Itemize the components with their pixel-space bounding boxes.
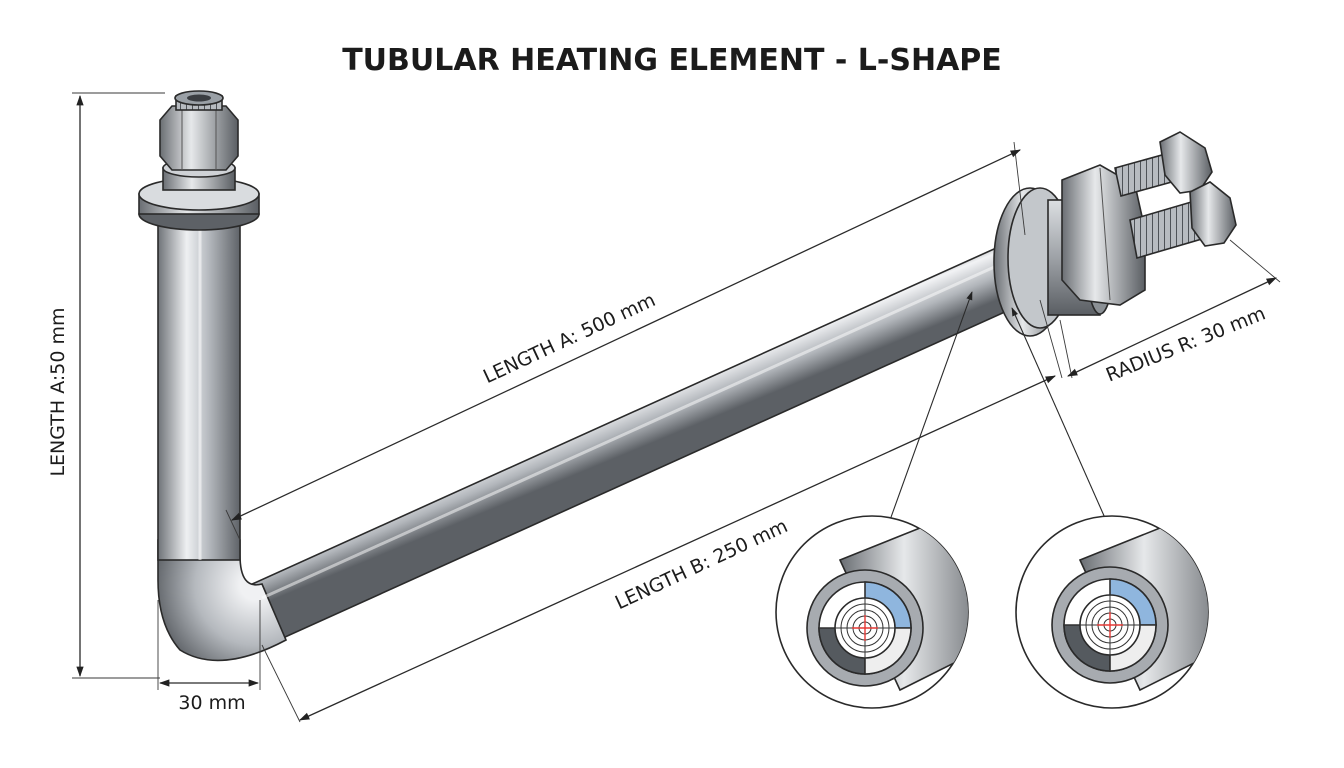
vertical-length-label: LENGTH A:50 mm — [47, 307, 69, 476]
length-b-label: LENGTH B: 250 mm — [612, 515, 791, 614]
top-terminal-fitting — [138, 90, 260, 231]
detail-leader-right — [1011, 307, 1106, 519]
tube-width-dimension: 30 mm — [157, 600, 261, 714]
cross-section-detail-right — [1015, 515, 1209, 709]
diagram-title: TUBULAR HEATING ELEMENT - L-SHAPE — [342, 43, 1002, 78]
right-terminal-fitting — [993, 131, 1237, 337]
vertical-length-dimension: LENGTH A:50 mm — [47, 92, 165, 679]
length-a-label: LENGTH A: 500 mm — [480, 289, 659, 388]
tube-bend — [157, 539, 288, 662]
detail-leader-left — [889, 291, 973, 521]
radius-label: RADIUS R: 30 mm — [1103, 302, 1269, 386]
top-hex-nut — [159, 105, 239, 171]
tube-width-label: 30 mm — [178, 692, 245, 714]
cross-section-detail-left — [775, 515, 969, 709]
